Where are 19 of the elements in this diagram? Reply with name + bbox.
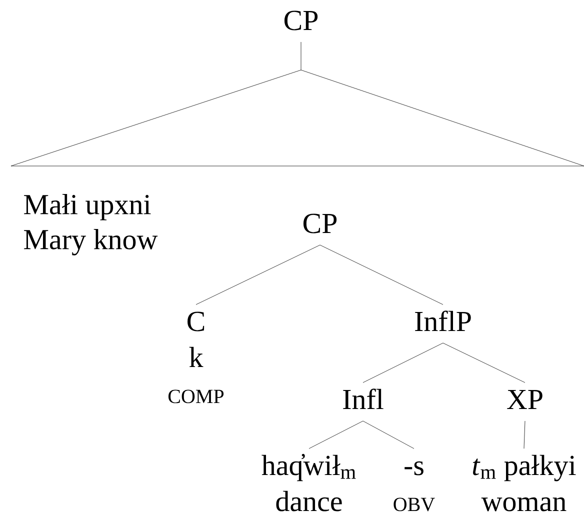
tree-label: CP — [284, 10, 318, 30]
tree-label: C k COMP — [168, 312, 224, 404]
branch-line — [196, 244, 320, 305]
tree-label: -s OBV — [394, 461, 435, 512]
tree-label: XP — [507, 390, 542, 409]
branch-line — [362, 342, 444, 383]
branch-line — [442, 342, 526, 383]
branch-line — [524, 420, 526, 449]
tree-label: t$_{m}$ pałkyi woman — [472, 454, 576, 512]
branch-line — [308, 420, 364, 449]
gloss-text: Małi upxni Mary know — [24, 194, 158, 256]
tree-label: haq̓wił$_{m}$ dance — [262, 454, 356, 512]
branch-line — [362, 420, 414, 449]
branch-line — [300, 42, 302, 70]
tree-label: InflP — [415, 310, 471, 331]
branch-line — [320, 244, 444, 305]
tree-label: Infl — [343, 388, 384, 409]
triangle — [10, 70, 584, 166]
tree-label: CP — [303, 214, 337, 234]
